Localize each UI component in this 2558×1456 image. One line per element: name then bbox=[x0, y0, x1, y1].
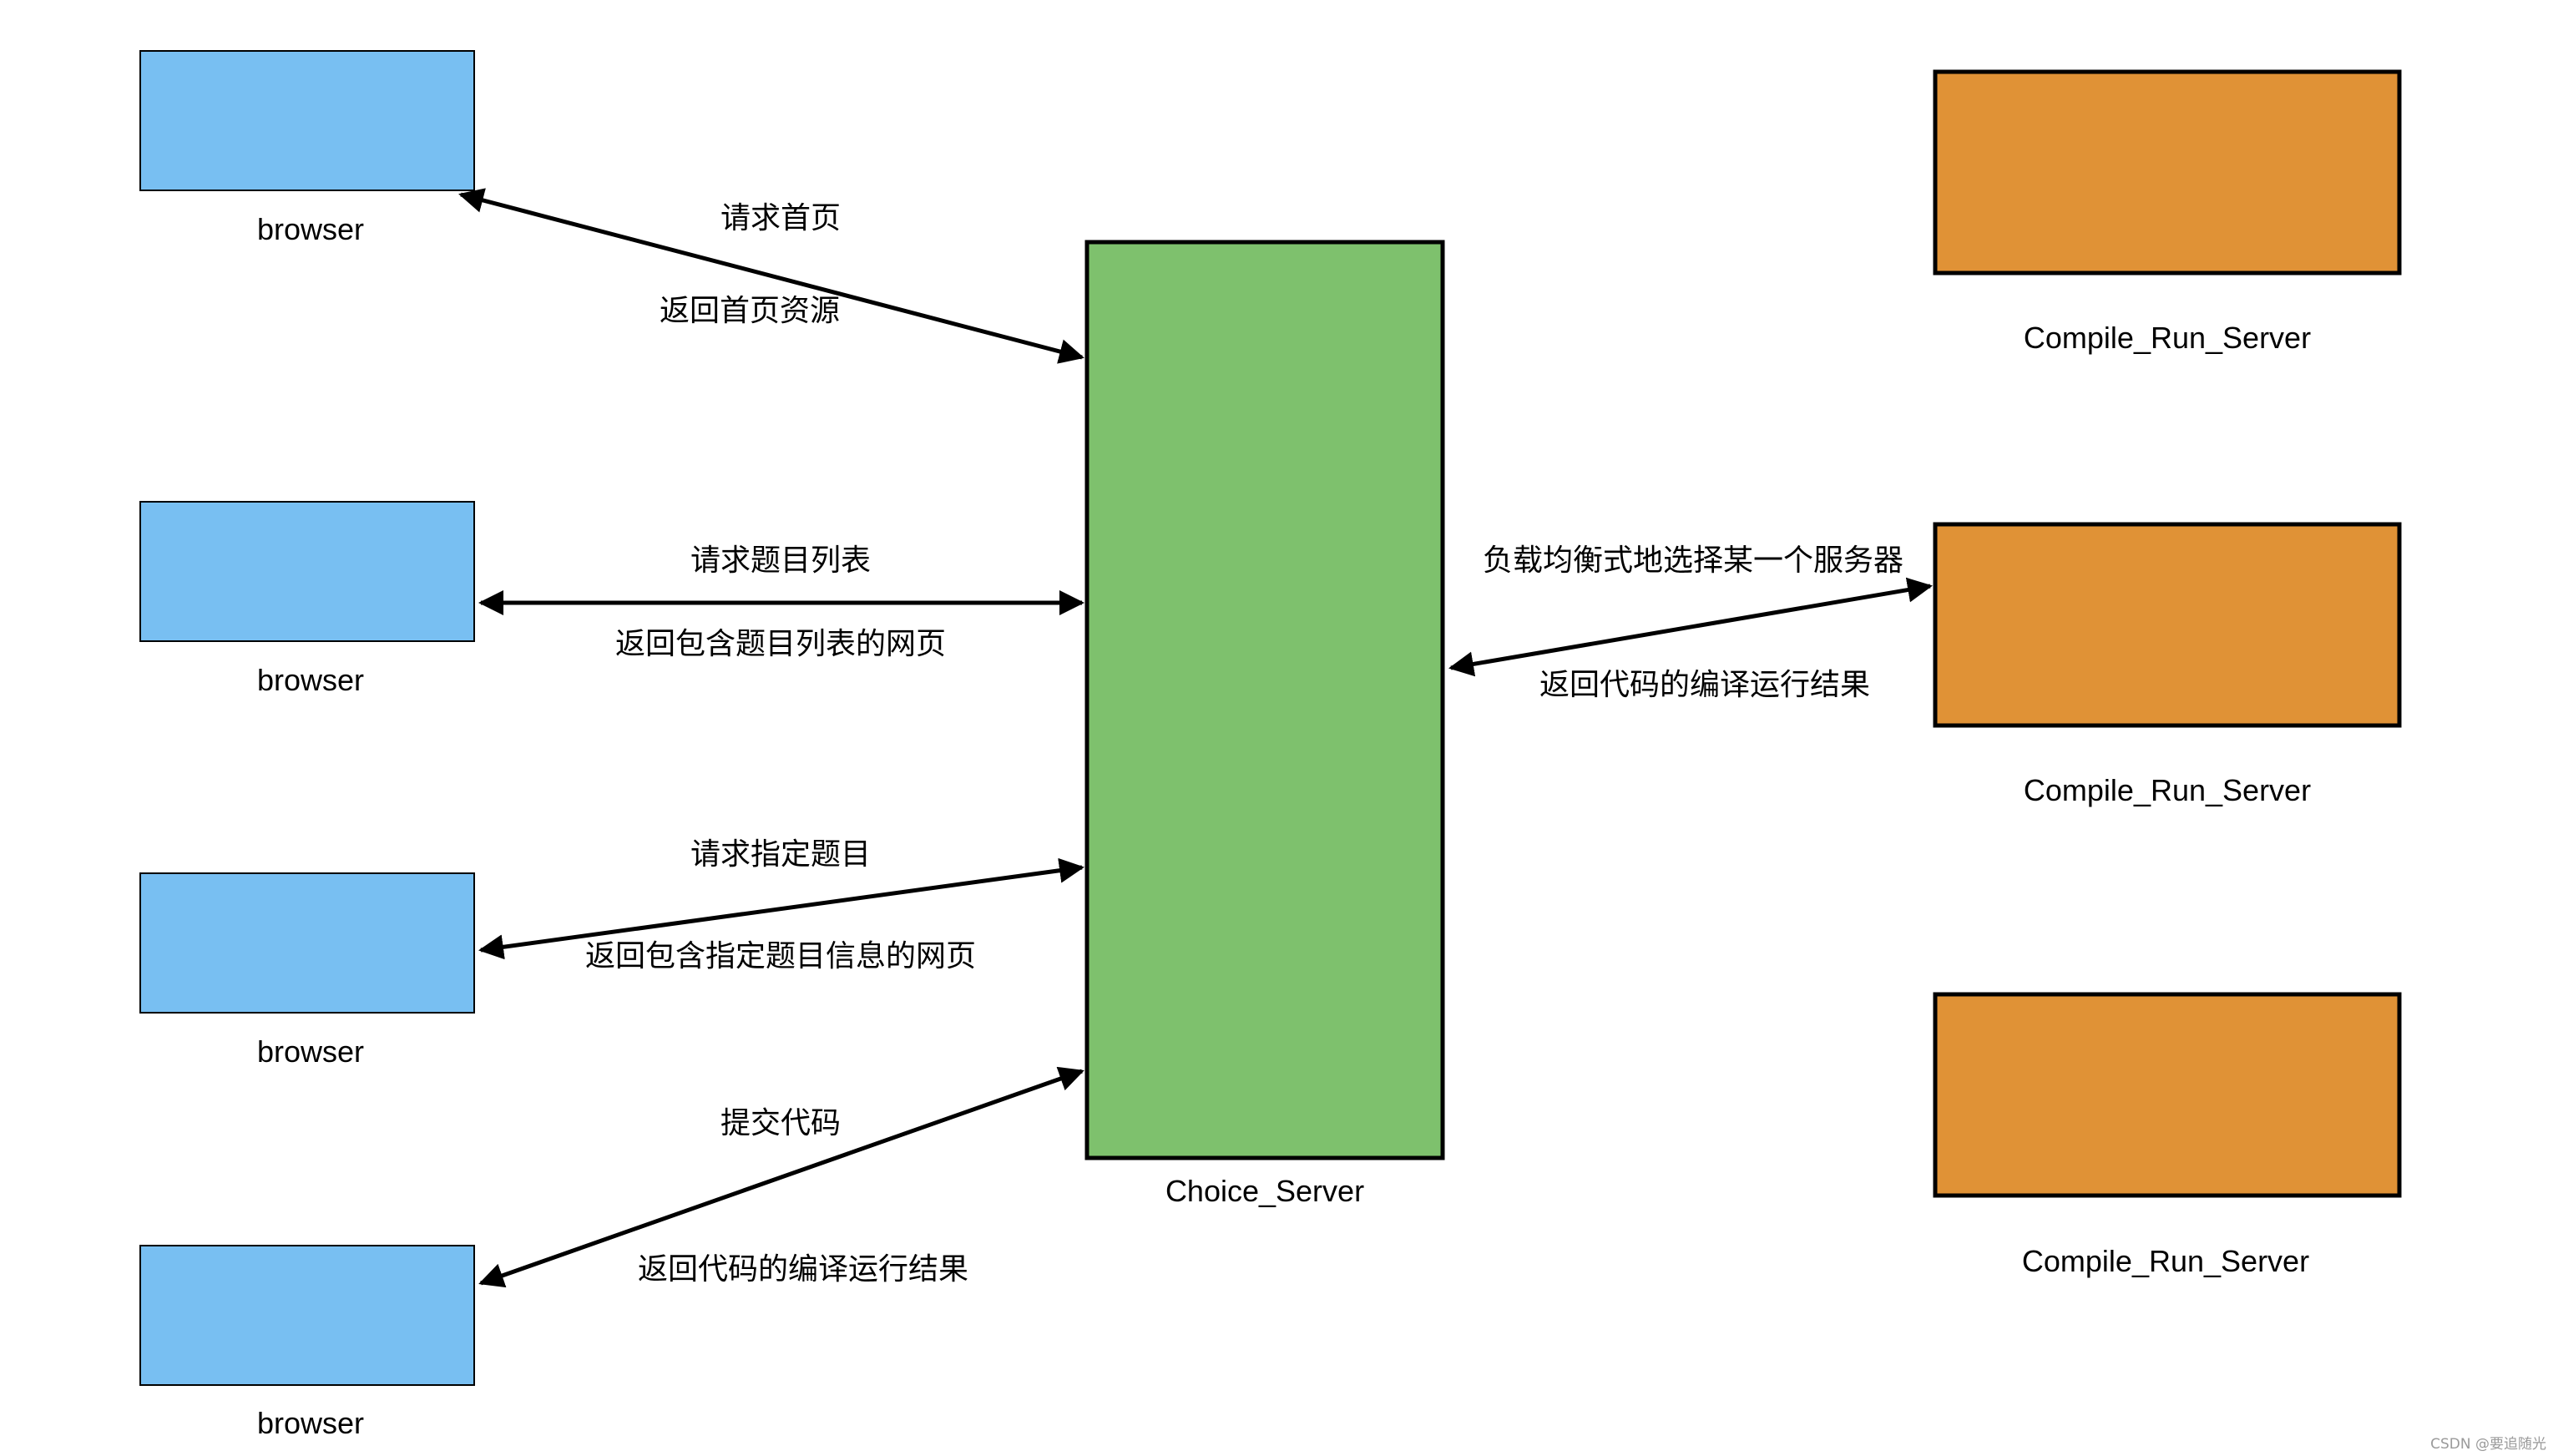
compile-server-label-1: Compile_Run_Server bbox=[2024, 321, 2311, 355]
compile-server-box-3 bbox=[1933, 992, 2402, 1198]
edge-4-response-label: 返回代码的编译运行结果 bbox=[638, 1252, 968, 1287]
choice-server-label: Choice_Server bbox=[1165, 1174, 1364, 1208]
edge-1-request-label: 请求首页 bbox=[720, 201, 841, 235]
edge-2-response-label: 返回包含题目列表的网页 bbox=[615, 627, 946, 661]
edge-2-request-label: 请求题目列表 bbox=[690, 543, 871, 578]
edge-browser-4-choice bbox=[478, 1066, 1084, 1288]
edge-3-response-label: 返回包含指定题目信息的网页 bbox=[585, 939, 976, 973]
compile-server-box-2 bbox=[1933, 522, 2402, 728]
edge-4-request-label: 提交代码 bbox=[720, 1106, 841, 1140]
edge-3-request-label: 请求指定题目 bbox=[690, 837, 871, 872]
browser-box-3 bbox=[139, 872, 475, 1014]
browser-box-1 bbox=[139, 50, 475, 191]
browser-box-2 bbox=[139, 501, 475, 642]
edge-1-response-label: 返回首页资源 bbox=[660, 294, 840, 328]
compile-server-box-1 bbox=[1933, 69, 2402, 276]
choice-server-box bbox=[1084, 240, 1445, 1160]
watermark: CSDN @要追随光 bbox=[2430, 1436, 2546, 1453]
browser-label-2: browser bbox=[257, 663, 364, 697]
browser-label-3: browser bbox=[257, 1034, 364, 1069]
browser-label-4: browser bbox=[257, 1406, 364, 1440]
browser-box-4 bbox=[139, 1245, 475, 1386]
edge-browser-1-choice bbox=[458, 188, 1084, 364]
edge-5-response-label: 返回代码的编译运行结果 bbox=[1539, 668, 1870, 702]
compile-server-label-3: Compile_Run_Server bbox=[2022, 1244, 2309, 1278]
edge-choice-compile bbox=[1448, 577, 1933, 677]
edge-5-request-label: 负载均衡式地选择某一个服务器 bbox=[1483, 543, 1903, 578]
compile-server-label-2: Compile_Run_Server bbox=[2024, 773, 2311, 807]
browser-label-1: browser bbox=[257, 212, 364, 246]
edge-browser-3-choice bbox=[478, 857, 1084, 960]
